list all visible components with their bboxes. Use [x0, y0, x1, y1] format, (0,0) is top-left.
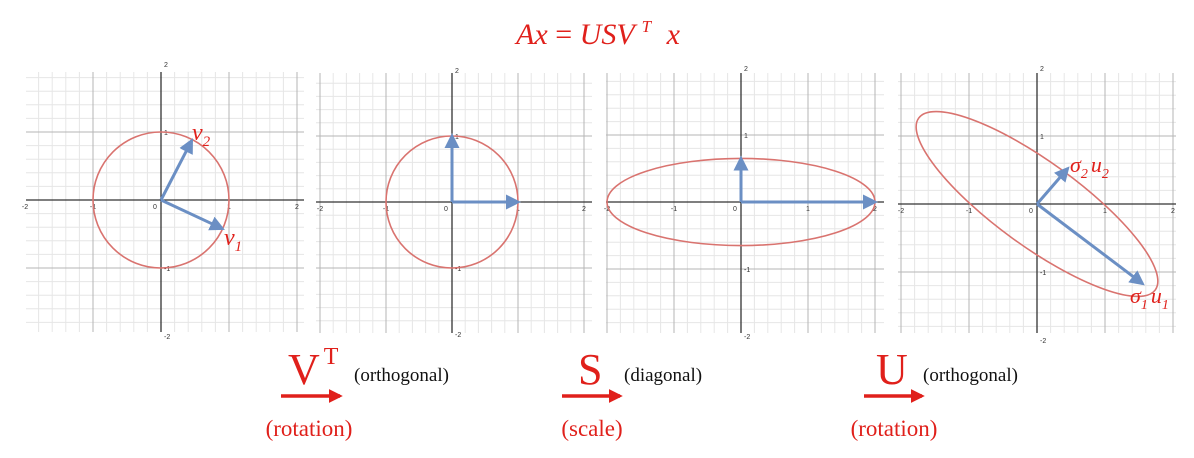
equation-title: Ax = USV T x	[514, 6, 680, 51]
operation-u-action: (rotation)	[851, 416, 938, 441]
operation-u-desc: (orthogonal)	[923, 365, 1018, 386]
x-tick-label: 2	[873, 206, 877, 213]
x-tick-label: -1	[966, 208, 972, 215]
x-tick-label: 1	[806, 206, 810, 213]
vector-sigma2-u2	[1035, 166, 1070, 205]
x-tick-label: 2	[582, 206, 586, 213]
y-tick-label: 2	[164, 62, 168, 69]
y-tick-label: -1	[1040, 270, 1046, 277]
label-v2: v2	[192, 120, 211, 150]
y-tick-label: -2	[1040, 338, 1046, 345]
x-tick-label: -2	[317, 206, 323, 213]
x-tick-label: -2	[898, 208, 904, 215]
equation-equals: =	[555, 18, 572, 51]
unit-circle	[92, 131, 230, 269]
vector-v1	[160, 198, 225, 231]
vector-sigma1-u1	[1036, 202, 1145, 286]
operation-s-action: (scale)	[561, 416, 622, 441]
y-tick-label: 2	[455, 68, 459, 75]
x-tick-label: -2	[22, 204, 28, 211]
y-tick-label: -1	[744, 267, 750, 274]
operation-u: U (orthogonal) (rotation)	[851, 345, 1018, 441]
operation-s-symbol: S	[578, 345, 602, 394]
operation-s-desc: (diagonal)	[624, 365, 702, 386]
y-tick-label: -2	[744, 334, 750, 341]
x-tick-label: -1	[671, 206, 677, 213]
y-tick-label: -2	[164, 334, 170, 341]
y-tick-label: 2	[1040, 66, 1044, 73]
x-tick-label: 0	[733, 206, 737, 213]
equation-rhs-main: USV	[580, 18, 639, 51]
vector-v2	[159, 138, 193, 201]
x-tick-label: 1	[1103, 208, 1107, 215]
x-tick-label: 0	[1029, 208, 1033, 215]
y-tick-label: 1	[1040, 134, 1044, 141]
y-tick-label: -2	[455, 332, 461, 339]
y-tick-label: 2	[744, 66, 748, 73]
y-tick-label: -1	[164, 266, 170, 273]
panel-after-s-scale: -2 -1 0 1 2 2 1 -1 -2	[604, 66, 884, 341]
y-tick-label: -1	[455, 266, 461, 273]
equation-rhs-sup: T	[642, 17, 653, 36]
x-tick-label: 0	[444, 206, 448, 213]
y-tick-label: 1	[164, 130, 168, 137]
operation-s: S (diagonal) (scale)	[561, 345, 702, 441]
equation-rhs-tail: x	[666, 18, 681, 51]
operation-vt-desc: (orthogonal)	[354, 365, 449, 386]
y-tick-label: 1	[455, 134, 459, 141]
x-tick-label: 2	[295, 204, 299, 211]
x-tick-label: -2	[604, 206, 610, 213]
equation-lhs: Ax	[514, 18, 548, 51]
label-v1: v1	[224, 225, 242, 255]
x-tick-label: 0	[153, 204, 157, 211]
y-tick-label: 1	[744, 133, 748, 140]
panel-after-u-rotation: -2 -1 0 1 2 2 1 -1 -2	[898, 66, 1176, 345]
operation-vt-action: (rotation)	[266, 416, 353, 441]
operation-u-symbol: U	[876, 345, 908, 394]
x-tick-label: 2	[1171, 208, 1175, 215]
